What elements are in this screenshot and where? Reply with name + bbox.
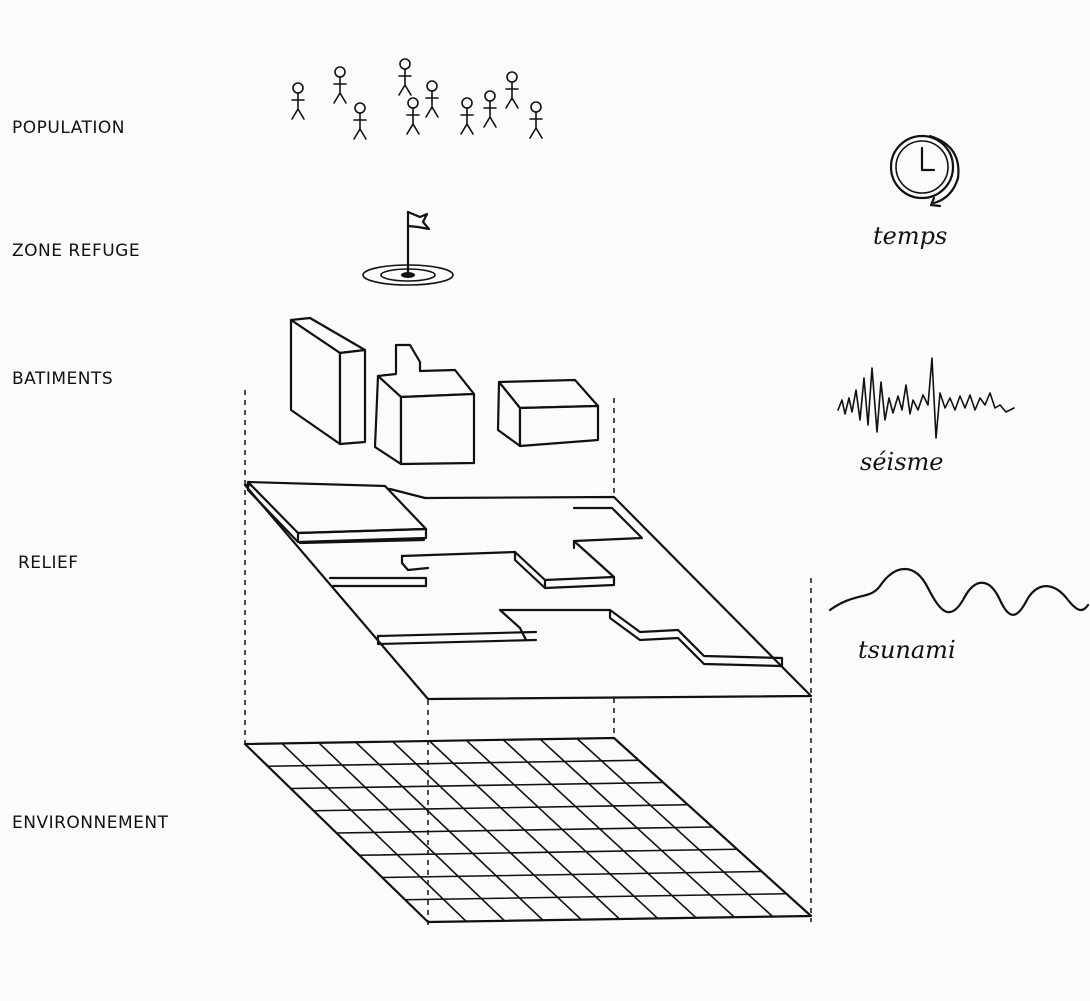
population-icons <box>292 59 542 139</box>
seismograph-icon <box>838 358 1014 438</box>
stick-figure-icon <box>292 83 304 119</box>
stick-figure-icon <box>506 72 518 108</box>
stick-figure-icon <box>407 98 419 134</box>
environment-grid <box>245 738 811 922</box>
stick-figure-icon <box>354 103 366 139</box>
stick-figure-icon <box>530 102 542 138</box>
stick-figure-icon <box>461 98 473 134</box>
stick-figure-icon <box>399 59 411 95</box>
wave-icon <box>830 569 1088 615</box>
clock-icon <box>891 136 958 206</box>
stick-figure-icon <box>484 91 496 127</box>
relief-layer <box>245 482 811 699</box>
flag-target-icon <box>363 212 453 285</box>
stick-figure-icon <box>426 81 438 117</box>
buildings <box>291 318 598 464</box>
stick-figure-icon <box>334 67 346 103</box>
